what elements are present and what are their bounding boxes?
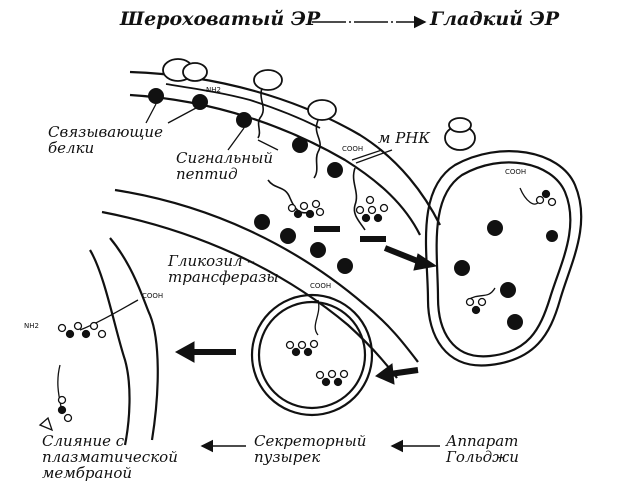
chem-cooh-golgi: COOH [505,168,527,176]
arrow-golgi-to-vesicle [389,367,419,377]
label-golgi: Аппарат Гольджи [446,432,519,467]
plasma-membrane [89,237,159,446]
label-pointers [145,103,393,164]
mrna-strand [165,83,321,129]
polypeptide-chains [257,87,366,231]
glycosyltransferase-dots [254,214,386,274]
arrow-er-to-golgi [383,245,422,265]
label-membrane-fusion: Слияние с плазматической мембраной [42,432,178,483]
label-mrna: м РНК [378,129,430,147]
secretory-vesicle [250,293,374,417]
golgi-apparatus [424,150,583,367]
smooth-er-membrane [101,188,419,379]
title-rough-er: Шероховатый ЭР [120,8,321,30]
golgi-contents [454,220,558,330]
glycosylated-chains [287,195,389,223]
label-glycosyltransferases: Гликозил – трансферазы [168,252,279,287]
label-signal-peptide: Сигнальный пептид [176,149,274,184]
binding-proteins [148,88,343,178]
chem-nh2-er: NH2 [206,86,221,94]
chem-cooh-membrane: COOH [142,292,164,300]
vesicle-contents [285,299,349,387]
chem-nh2-membrane: NH2 [24,322,39,330]
golgi-glycan-chains [465,187,557,315]
ribosomes [162,58,476,151]
flow-arrows [174,245,438,385]
label-binding-proteins: Связывающие белки [48,123,163,158]
chem-cooh-er: COOH [342,145,364,153]
chem-cooh-vesicle: COOH [310,282,332,290]
fusion-contents [38,299,139,432]
title-smooth-er: Гладкий ЭР [430,8,560,30]
label-secretory-vesicle: Секреторный пузырек [254,432,367,467]
